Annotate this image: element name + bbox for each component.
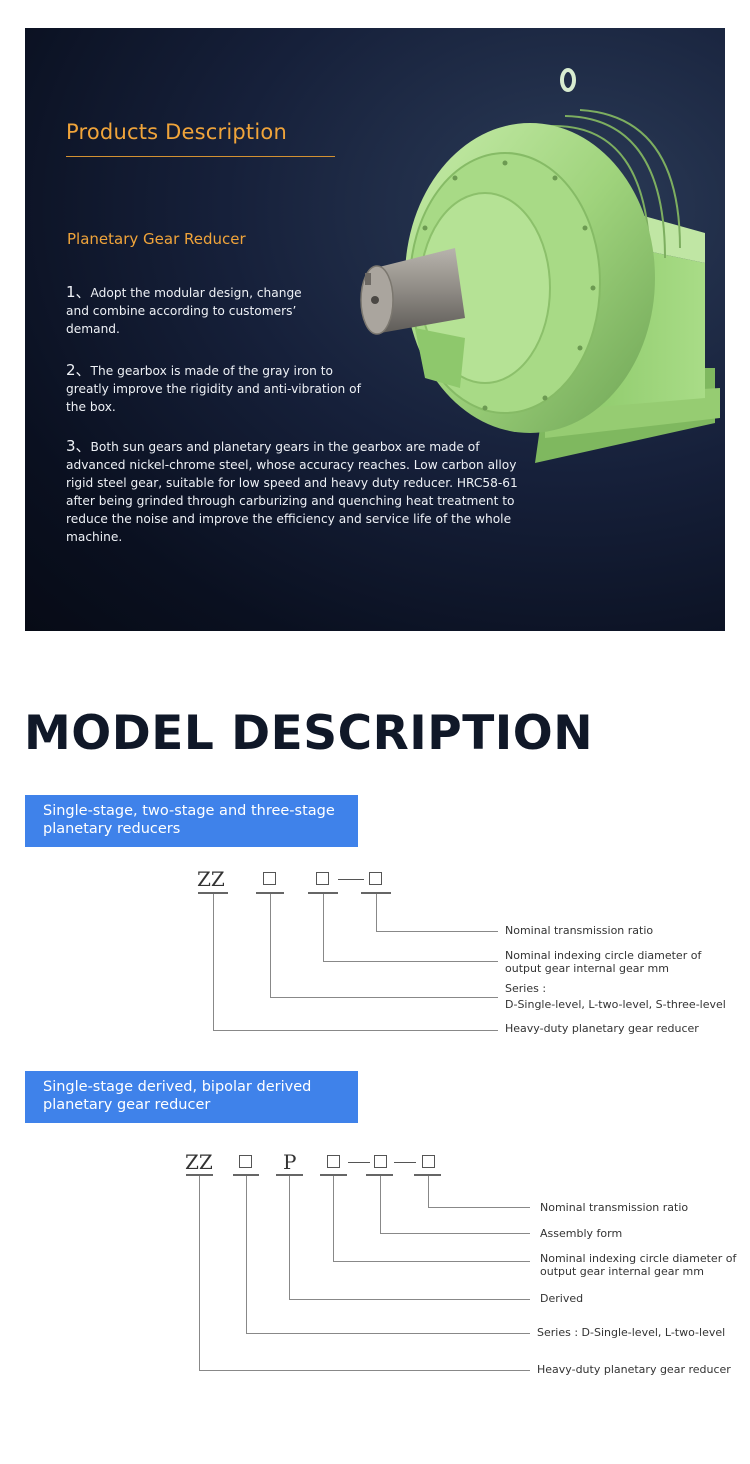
underline <box>308 892 338 894</box>
underline <box>320 1174 347 1176</box>
gearbox-product-image <box>360 68 720 463</box>
leader-line <box>289 1176 290 1299</box>
point-text: The gearbox is made of the gray iron to … <box>66 364 361 414</box>
leader-line <box>428 1176 429 1207</box>
underline <box>366 1174 393 1176</box>
products-description-hero: Products Description Planetary Gear Redu… <box>25 28 725 631</box>
series-box <box>239 1155 252 1168</box>
point-text: Both sun gears and planetary gears in th… <box>66 440 518 544</box>
series-box <box>263 872 276 885</box>
underline <box>276 1174 303 1176</box>
leader-line <box>333 1261 530 1262</box>
leader-line <box>246 1333 530 1334</box>
section-banner-derived: Single-stage derived, bipolar derived pl… <box>25 1071 358 1123</box>
code-prefix-zz: ZZ <box>197 867 225 891</box>
section-banner-single-two-three-stage: Single-stage, two-stage and three-stage … <box>25 795 358 847</box>
underline <box>361 892 391 894</box>
leader-line <box>380 1233 530 1234</box>
hero-title: Products Description <box>66 120 287 144</box>
leader-line <box>213 1030 498 1031</box>
separator-dash <box>394 1162 416 1164</box>
separator-dash <box>338 879 364 881</box>
leader-line <box>199 1176 200 1370</box>
underline <box>256 892 284 894</box>
leader-line <box>270 894 271 997</box>
point-number: 2、 <box>66 361 91 379</box>
ratio-box <box>422 1155 435 1168</box>
label-derived: Derived <box>540 1292 584 1305</box>
label-heavy-duty: Heavy-duty planetary gear reducer <box>537 1363 731 1376</box>
label-ratio: Nominal transmission ratio <box>540 1201 689 1214</box>
code-prefix-zz: ZZ <box>185 1150 213 1174</box>
leader-line <box>428 1207 530 1208</box>
model-code-diagram-1: ZZ Nominal transmission ratio Nominal in… <box>0 860 750 1060</box>
label-series-title: Series : <box>505 982 547 995</box>
model-description-title: MODEL DESCRIPTION <box>24 706 594 761</box>
leader-line <box>323 894 324 961</box>
leader-line <box>376 894 377 931</box>
leader-line <box>323 961 498 962</box>
label-diameter: Nominal indexing circle diameter of outp… <box>505 949 702 975</box>
leader-line <box>213 894 214 1030</box>
leader-line <box>380 1176 381 1233</box>
label-ratio: Nominal transmission ratio <box>505 924 654 937</box>
underline <box>233 1174 259 1176</box>
feature-point-1: 1、Adopt the modular design, change and c… <box>66 283 326 338</box>
leader-line <box>270 997 498 998</box>
feature-point-2: 2、The gearbox is made of the gray iron t… <box>66 361 366 416</box>
point-number: 1、 <box>66 283 91 301</box>
point-number: 3、 <box>66 437 91 455</box>
leader-line <box>376 931 498 932</box>
leader-line <box>289 1299 530 1300</box>
feature-point-3: 3、Both sun gears and planetary gears in … <box>66 437 536 546</box>
code-derived-p: P <box>283 1150 297 1174</box>
label-series-values: D-Single-level, L-two-level, S-three-lev… <box>505 998 726 1011</box>
separator-dash <box>348 1162 370 1164</box>
point-text: Adopt the modular design, change and com… <box>66 286 302 336</box>
hero-subtitle: Planetary Gear Reducer <box>67 230 246 248</box>
underline <box>414 1174 441 1176</box>
model-code-diagram-2: ZZ P Nominal transmission ratio Assembly… <box>0 1145 750 1405</box>
label-diameter: Nominal indexing circle diameter of outp… <box>540 1252 737 1278</box>
assembly-box <box>374 1155 387 1168</box>
label-assembly: Assembly form <box>540 1227 623 1240</box>
leader-line <box>199 1370 530 1371</box>
title-underline <box>66 156 335 157</box>
underline <box>186 1174 213 1176</box>
underline <box>198 892 228 894</box>
label-heavy-duty: Heavy-duty planetary gear reducer <box>505 1022 699 1035</box>
diameter-box <box>327 1155 340 1168</box>
leader-line <box>333 1176 334 1261</box>
label-series: Series : D-Single-level, L-two-level <box>537 1326 726 1339</box>
ratio-box <box>369 872 382 885</box>
leader-line <box>246 1176 247 1333</box>
diameter-box <box>316 872 329 885</box>
